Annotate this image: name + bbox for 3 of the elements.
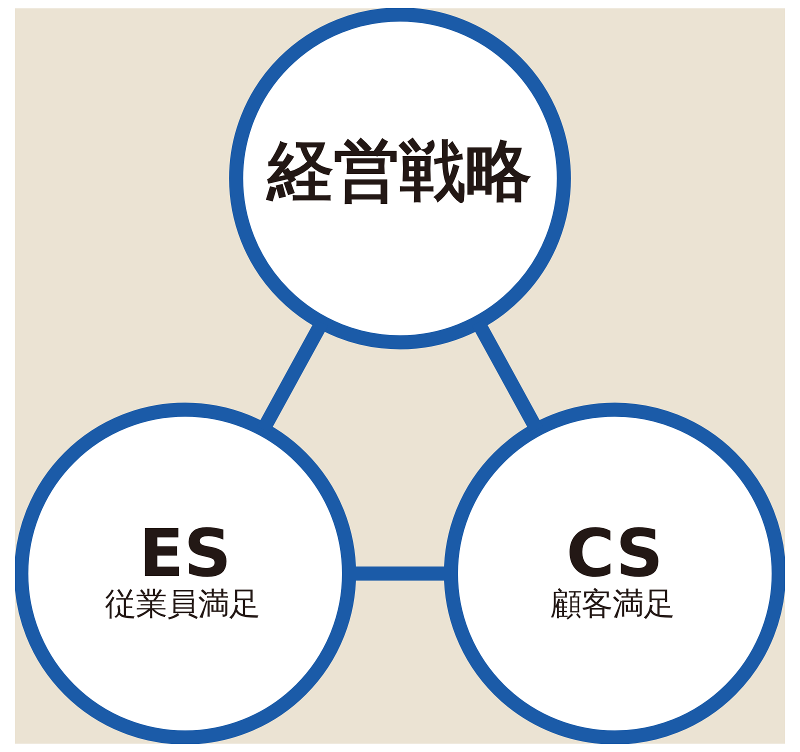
node-circle: CS 顧客満足 bbox=[444, 402, 785, 744]
node-circle: ES 従業員満足 bbox=[15, 402, 356, 744]
node-circle: 経営戦略 bbox=[229, 8, 571, 350]
